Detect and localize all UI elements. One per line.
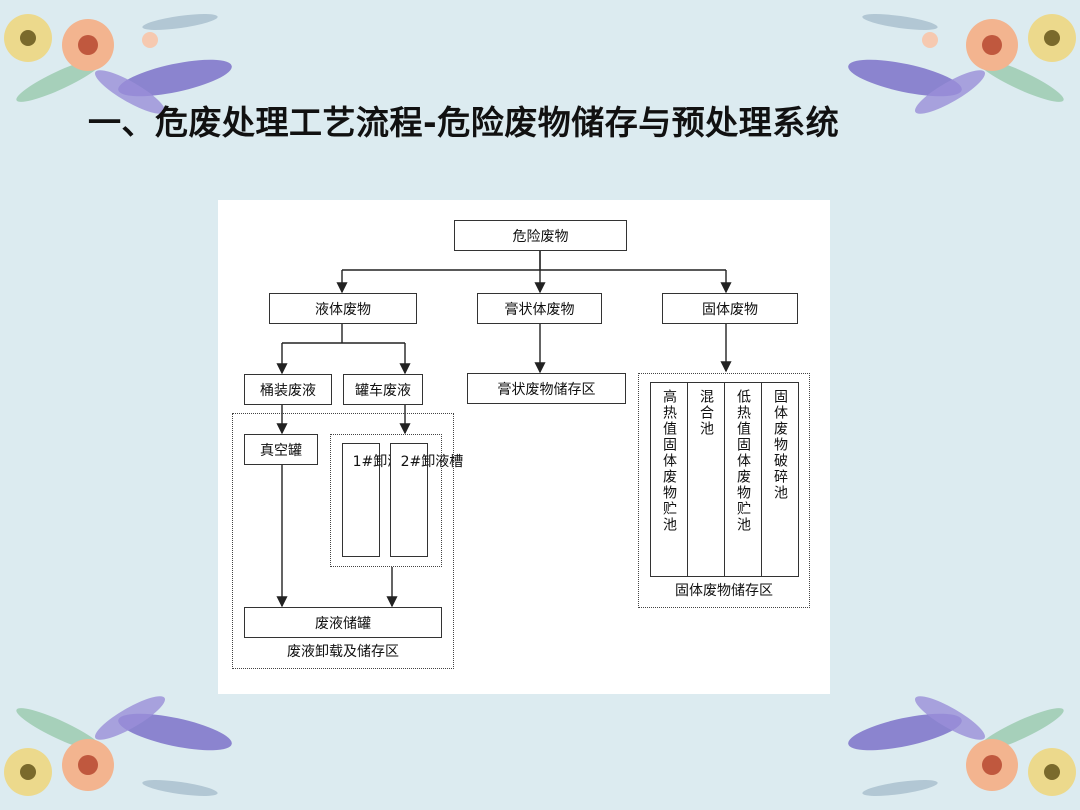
liquid-storage-zone	[232, 413, 454, 669]
solid-storage-zone	[638, 373, 810, 608]
barrel-liquid-box: 桶装废液	[244, 374, 332, 405]
low-calorific-pool-label: 低热值固体废物贮池	[735, 389, 751, 533]
unloading-tank-2-label: 2#卸液槽	[400, 454, 464, 470]
low-calorific-pool: 低热值固体废物贮池	[724, 382, 762, 577]
waste-liquid-tank-box: 废液储罐	[244, 607, 442, 638]
floral-corner-bottom-left	[4, 696, 232, 796]
high-calorific-pool-label: 高热值固体废物贮池	[661, 389, 677, 533]
floral-corner-bottom-right	[848, 696, 1076, 796]
vacuum-tank-box: 真空罐	[244, 434, 318, 465]
slide-title: 一、危废处理工艺流程-危险废物储存与预处理系统	[88, 103, 840, 142]
paste-storage-box: 膏状废物储存区	[467, 373, 626, 404]
unloading-tank-1: 1#卸液槽	[342, 443, 416, 557]
solid-waste-box: 固体废物	[662, 293, 798, 324]
unloading-tank-1-label: 1#卸液槽	[352, 454, 416, 470]
crushing-pool: 固体废物破碎池	[761, 382, 799, 577]
mixing-pool-label: 混合池	[698, 389, 714, 437]
floral-corner-top-left	[4, 14, 232, 114]
high-calorific-pool: 高热值固体废物贮池	[650, 382, 688, 577]
process-flow-diagram: 危险废物 液体废物 膏状体废物 固体废物 桶装废液 罐车废液 膏状废物储存区 真…	[218, 200, 830, 694]
unloading-tank-group	[330, 434, 442, 567]
mixing-pool: 混合池	[687, 382, 725, 577]
unloading-tank-2: 2#卸液槽	[390, 443, 464, 557]
liquid-waste-box: 液体废物	[269, 293, 417, 324]
crushing-pool-label: 固体废物破碎池	[772, 389, 788, 501]
paste-waste-box: 膏状体废物	[477, 293, 602, 324]
solid-zone-label: 固体废物储存区	[675, 583, 773, 599]
floral-corner-top-right	[848, 14, 1076, 114]
liquid-zone-label: 废液卸载及储存区	[287, 644, 399, 660]
tanker-liquid-box: 罐车废液	[343, 374, 423, 405]
hazardous-waste-box: 危险废物	[454, 220, 627, 251]
connector-lines	[276, 251, 732, 608]
